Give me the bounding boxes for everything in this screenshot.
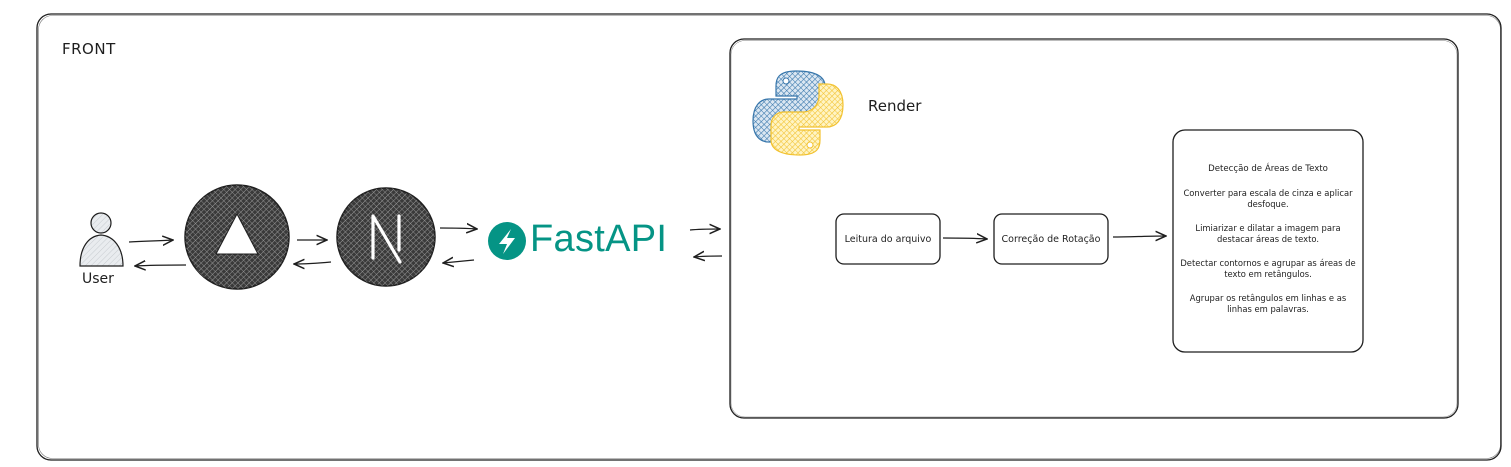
fastapi-bolt-icon [488,222,526,260]
arrow-fastapi-to-nextjs [443,260,475,263]
step-box-correcao [993,213,1109,265]
arrow-nextjs-to-vercel [294,262,332,264]
render-label: Render [868,97,922,115]
user-icon [79,212,124,267]
arrow-nextjs-to-fastapi [439,228,477,229]
arrow-user-to-vercel [128,240,173,242]
arrow-fastapi-to-render [689,229,720,230]
detail-item: Detectar contornos e agrupar as áreas de… [1180,258,1356,279]
front-frame [36,13,1502,461]
python-logo-icon [752,70,844,156]
fastapi-label: FastAPI [530,218,668,260]
step-leitura-label: Leitura do arquivo [844,233,932,245]
triangle-logo-icon [184,184,290,290]
nextjs-n-logo-icon [336,187,436,287]
detail-box-content: Detecção de Áreas de Texto Converter par… [1173,130,1363,352]
render-frame [729,38,1459,419]
arrow-render-to-fastapi [694,256,723,257]
front-frame-label: FRONT [62,40,116,58]
user-label: User [82,271,114,287]
step-box-leitura [835,213,941,265]
detail-item: Agrupar os retângulos em linhas e as lin… [1189,293,1347,314]
arrow-correcao-to-deteccao [1112,236,1166,237]
step-correcao-label: Correção de Rotação [1001,233,1101,245]
detail-title: Detecção de Áreas de Texto [1208,164,1328,174]
arrow-vercel-to-user [135,265,187,266]
detail-item: Converter para escala de cinza e aplicar… [1183,188,1353,209]
detail-item: Limiarizar e dilatar a imagem para desta… [1195,223,1341,244]
arrow-leitura-to-correcao [942,238,987,239]
detail-box [1172,129,1364,353]
